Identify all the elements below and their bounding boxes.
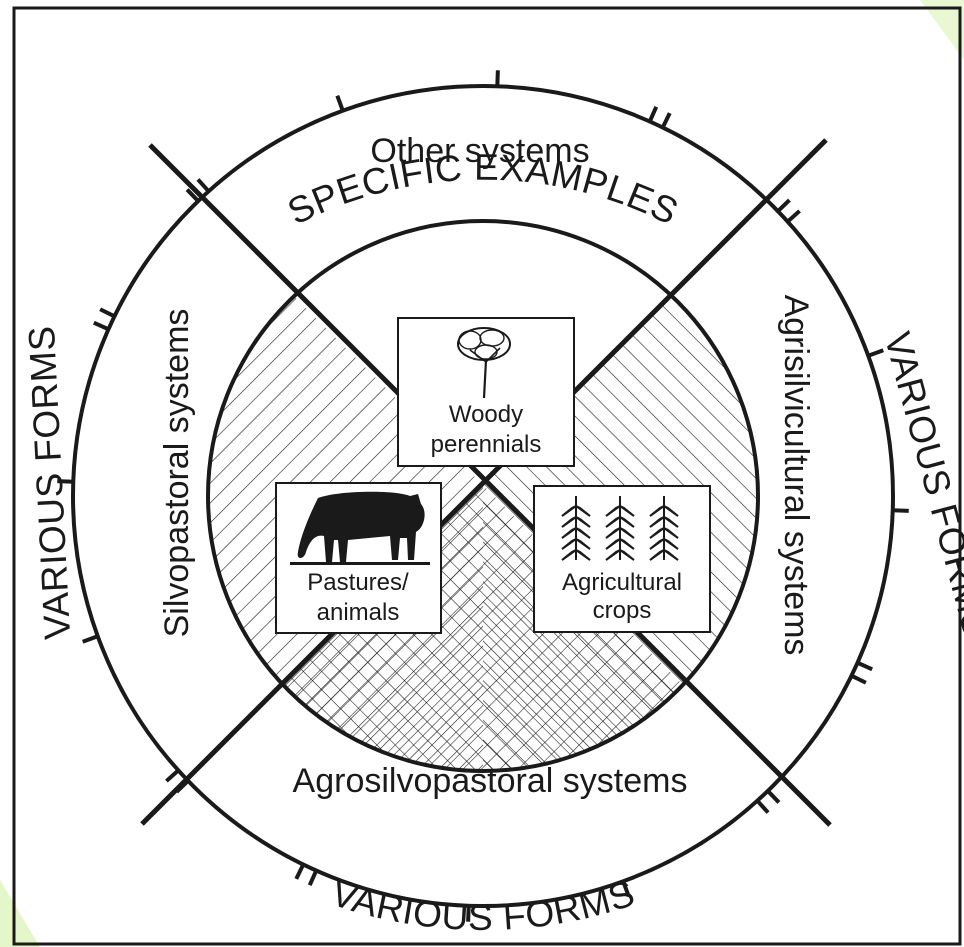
tick-mark <box>495 70 500 87</box>
watermark-corner <box>920 0 964 60</box>
tick-mark <box>185 188 200 203</box>
tick-mark <box>99 307 116 319</box>
various-forms-right-label: VARIOUS FORMS <box>877 328 964 642</box>
silvopastoral-systems-label: Silvopastoral systems <box>158 309 196 638</box>
divider-ne-sw <box>140 138 828 826</box>
tick-mark <box>786 209 801 224</box>
tick-mark <box>82 634 99 644</box>
cow-icon <box>290 491 430 565</box>
watermark-corner <box>0 880 40 947</box>
pastures-label-line2: animals <box>317 599 400 626</box>
woody-label-line1: Woody <box>449 401 523 428</box>
tick-mark <box>776 198 791 213</box>
tick-mark <box>850 673 867 685</box>
agrosilvopastoral-systems-label: Agrosilvopastoral systems <box>293 762 688 800</box>
tick-mark <box>892 508 909 513</box>
other-systems-label: Other systems <box>370 132 589 170</box>
pastures-label-line1: Pastures/ <box>307 569 409 596</box>
inner-circle <box>206 219 760 773</box>
pastures-animals-box: Pastures/ animals <box>275 482 442 634</box>
tick-mark <box>766 789 781 804</box>
tick-mark <box>856 660 873 672</box>
tick-mark <box>755 799 770 814</box>
outer-circle <box>71 84 895 908</box>
tick-mark <box>57 479 74 484</box>
various-forms-bottom-label: VARIOUS FORMS <box>326 872 639 938</box>
tick-mark <box>196 178 211 193</box>
tick-mark <box>867 348 884 358</box>
woody-label-line2: perennials <box>431 431 542 458</box>
various-forms-left-label: VARIOUS FORMS <box>21 325 78 641</box>
agrosilvopastoral-crosshatch <box>208 485 758 771</box>
maize-plant <box>649 496 679 561</box>
crops-label-line1: Agricultural <box>562 569 682 596</box>
tick-mark <box>93 320 110 332</box>
agrisilvicultural-systems-label: Agrisilvicultural systems <box>777 295 815 656</box>
tick-mark <box>307 869 319 886</box>
tick-mark <box>621 880 631 897</box>
divider-nw-se <box>148 143 832 827</box>
tree-icon <box>457 327 511 399</box>
tick-mark <box>335 95 345 112</box>
crops-label-line2: crops <box>593 597 652 624</box>
maize-plant <box>605 496 635 561</box>
tick-mark <box>647 106 659 123</box>
tick-mark <box>175 779 190 794</box>
woody-perennials-box: Woody perennials <box>397 317 575 467</box>
tick-mark <box>466 905 471 922</box>
agricultural-crops-box: Agricultural crops <box>533 485 711 633</box>
tick-mark <box>165 768 180 783</box>
tick-mark <box>660 112 672 129</box>
tick-marks <box>57 70 909 922</box>
tick-mark <box>294 863 306 880</box>
maize-plant-icon <box>561 496 679 561</box>
frame-border <box>12 6 962 946</box>
maize-plant <box>561 496 591 561</box>
